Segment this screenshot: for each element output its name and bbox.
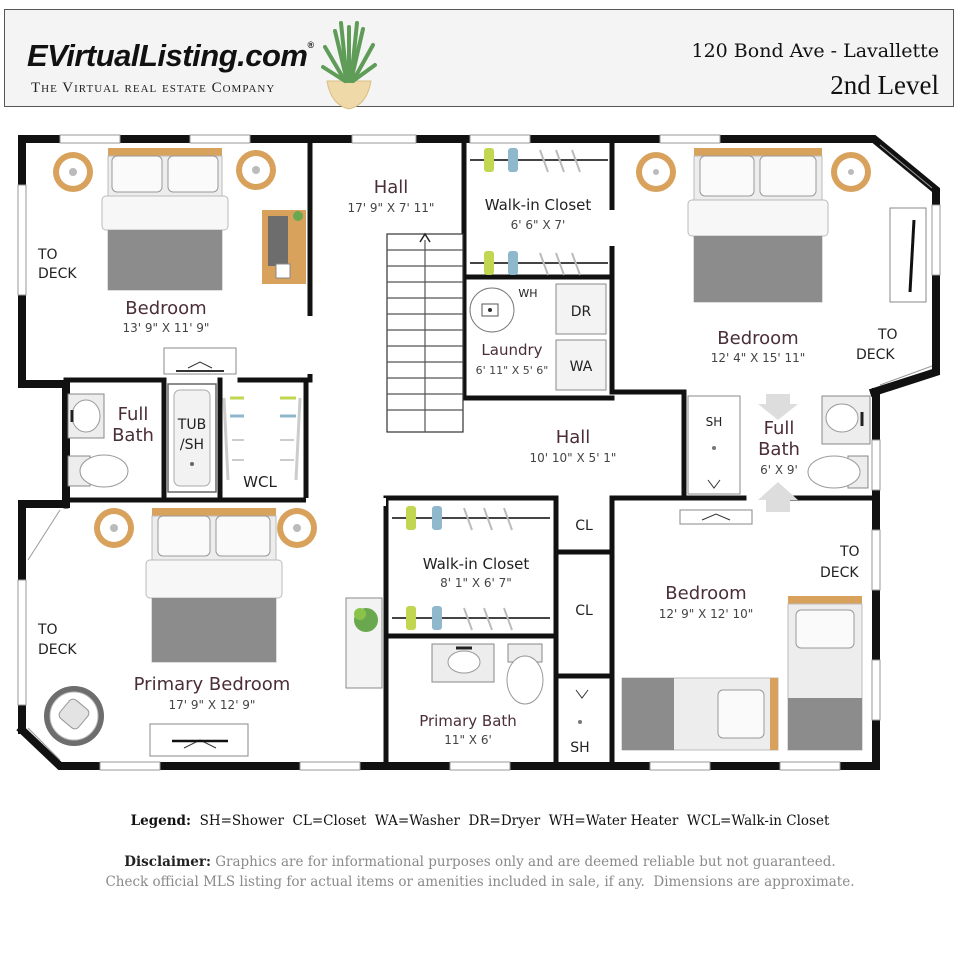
disclaimer: Disclaimer: Graphics are for information… [0,852,960,892]
label-bedroom-ne: Bedroom [717,328,798,349]
bed-se-horizontal [621,677,779,751]
bed-se-vertical [787,596,863,751]
label-wcl: WCL [243,473,277,491]
label-tub: TUB [177,417,206,433]
armchair [44,686,104,746]
bed-primary [145,508,283,663]
label-to-deck-se-2: DECK [820,565,859,581]
nightstand-lamp [53,150,276,192]
toilet-right-bath [807,455,869,489]
room-labels: Bedroom 13' 9" X 11' 9" Hall 17' 9" X 7'… [37,177,898,756]
label-to-deck-sw-2: DECK [38,642,77,658]
dims-bedroom-ne: 12' 4" X 15' 11" [711,351,806,365]
dims-walkin-lower: 8' 1" X 6' 7" [440,576,512,590]
legend-title: Legend: [130,813,191,829]
bed-nw [101,148,229,291]
dryer [555,283,607,335]
desk-nw [262,210,306,284]
label-to-deck-ne-1: TO [877,327,898,343]
dims-full-bath-right: 6' X 9' [760,463,798,477]
dims-hall-upper: 17' 9" X 7' 11" [348,201,435,215]
dims-primary-bedroom: 17' 9" X 12' 9" [169,698,256,712]
label-primary-bedroom: Primary Bedroom [134,674,291,695]
door-arrows-right-bath [758,394,798,512]
disclaimer-title: Disclaimer: [124,854,211,870]
label-bedroom-nw: Bedroom [125,298,206,319]
dims-hall-lower: 10' 10" X 5' 1" [530,451,617,465]
shower-lower [575,689,589,724]
dims-bedroom-se: 12' 9" X 12' 10" [659,607,754,621]
hanging-rods-lower [392,506,550,631]
dresser-nw [163,347,237,375]
nightstand-lamp-ne [636,152,871,192]
label-laundry: Laundry [481,341,542,359]
label-to-deck-nw-2: DECK [38,266,77,282]
disclaimer-line-2: Check official MLS listing for actual it… [105,874,855,890]
label-wh: WH [518,287,537,300]
label-hall-lower: Hall [556,427,591,448]
sink-primary-bath [431,643,495,683]
interior-walls [63,136,879,769]
label-full-bath-left-1: Full [118,404,149,425]
header-banner: EVirtualListing.com® The Virtual real es… [4,9,954,110]
label-sh-right: SH [706,415,723,429]
bathtub [167,383,217,493]
legend: Legend: SH=Shower CL=Closet WA=Washer DR… [0,813,960,829]
property-address: 120 Bond Ave - Lavallette [691,40,940,62]
label-to-deck-se-1: TO [839,544,860,560]
potted-plant-icon [321,21,377,110]
sink-right-bath [821,395,871,445]
floor-level-title: 2nd Level [830,70,939,100]
legend-text: SH=Shower CL=Closet WA=Washer DR=Dryer W… [199,813,830,829]
label-primary-bath: Primary Bath [419,712,517,730]
label-cl-1: CL [575,518,593,534]
washer [555,339,607,391]
label-bedroom-se: Bedroom [665,583,746,604]
dims-walkin-upper: 6' 6" X 7' [511,218,566,232]
label-to-deck-sw-1: TO [37,622,58,638]
nightstand-lamp-primary [94,508,317,548]
label-sh-lower: SH [570,740,589,756]
label-to-deck-ne-2: DECK [856,347,895,363]
water-heater [469,287,515,333]
dims-laundry: 6' 11" X 5' 6" [476,364,549,377]
brand-tagline: The Virtual real estate Company [31,80,276,96]
label-cl-2: CL [575,603,593,619]
brand-logo-text: EVirtualListing.com® [27,38,314,73]
shower-right [687,395,741,495]
label-wa: WA [570,359,593,375]
label-full-bath-right-2: Bath [758,439,800,460]
plant-stand [345,597,383,689]
toilet-left-bath [67,454,129,488]
hanging-rods-upper [470,148,608,276]
dresser-primary [149,723,249,757]
label-to-deck-nw-1: TO [37,247,58,263]
label-hall-upper: Hall [374,177,409,198]
label-walkin-upper: Walk-in Closet [485,196,592,214]
staircase [386,232,464,433]
label-full-bath-left-2: Bath [112,425,154,446]
dresser-se-top [679,509,753,525]
windows [17,134,941,771]
label-tub-sh: /SH [180,437,204,453]
label-dr: DR [571,304,592,320]
label-full-bath-right-1: Full [764,418,795,439]
disclaimer-line-1: Graphics are for informational purposes … [215,854,836,870]
sink-left-bath [67,393,105,439]
tv-console-ne [889,207,927,303]
dims-bedroom-nw: 13' 9" X 11' 9" [123,321,210,335]
bed-ne [687,148,829,303]
toilet-primary-bath [506,643,544,705]
dims-primary-bath: 11" X 6' [444,733,492,747]
label-walkin-lower: Walk-in Closet [423,555,530,573]
wcl-closet-left [222,396,302,481]
